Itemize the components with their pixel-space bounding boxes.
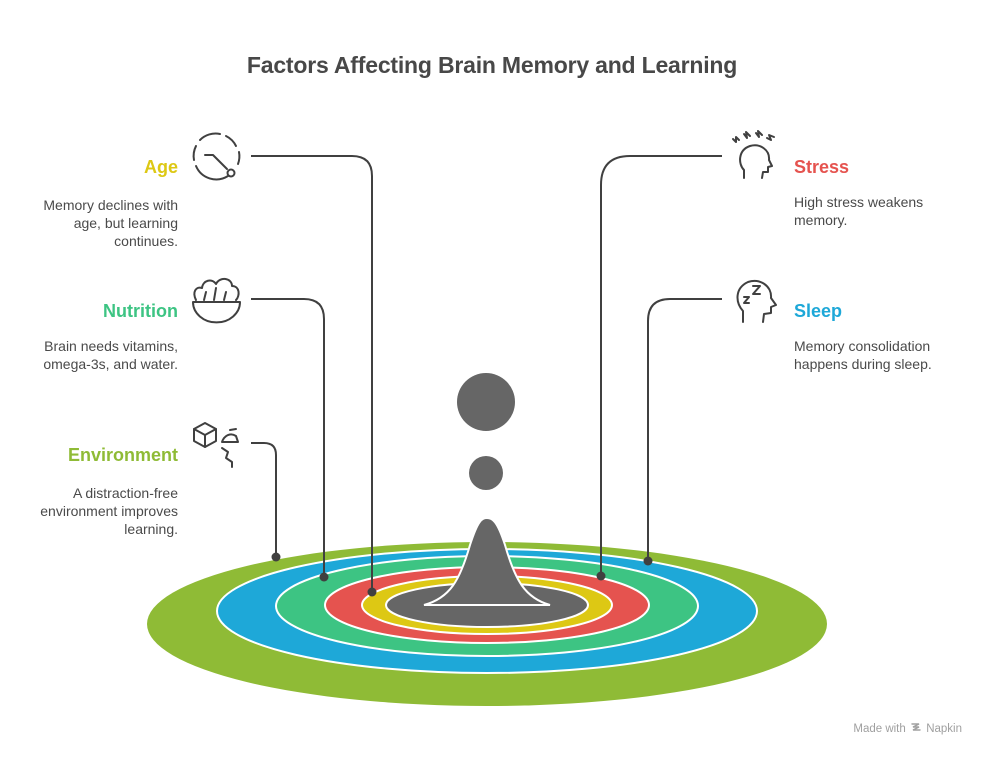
connector-dot-stress <box>596 571 606 581</box>
droplet-large <box>457 373 515 431</box>
factor-description-sleep: Memory consolidation happens during slee… <box>794 338 932 372</box>
stressed-head-icon <box>732 130 775 179</box>
connector-sleep <box>647 298 722 561</box>
connector-dot-environment <box>271 552 281 562</box>
splash-peak <box>423 516 551 606</box>
droplet-small <box>469 456 503 490</box>
connector-nutrition <box>251 298 325 577</box>
factor-description-age: Memory declines with age, but learning c… <box>43 197 178 249</box>
connector-stress <box>600 155 722 576</box>
factor-label-age: Age <box>143 157 178 177</box>
factor-label-sleep: Sleep <box>794 301 843 321</box>
factor-description-stress: High stress weakens memory. <box>794 194 924 228</box>
salad-bowl-icon <box>192 278 241 324</box>
factor-description-nutrition: Brain needs vitamins, omega-3s, and wate… <box>43 338 178 372</box>
factor-label-nutrition: Nutrition <box>103 301 178 321</box>
connector-age <box>251 155 373 590</box>
factor-label-stress: Stress <box>794 157 850 177</box>
connector-dot-sleep <box>643 556 653 566</box>
factor-description-environment: A distraction-free environment improves … <box>40 485 178 537</box>
cube-lamp-icon <box>193 422 239 468</box>
factor-label-environment: Environment <box>67 445 178 465</box>
connector-environment <box>251 442 277 557</box>
connector-dot-nutrition <box>319 572 329 582</box>
sleeping-head-icon <box>736 280 777 323</box>
made-with-napkin: Made with Napkin <box>853 722 962 735</box>
clock-dashed-icon <box>192 132 241 181</box>
diagram-title: Factors Affecting Brain Memory and Learn… <box>246 52 738 78</box>
napkin-logo-icon <box>911 722 921 733</box>
connector-dot-age <box>367 587 377 597</box>
